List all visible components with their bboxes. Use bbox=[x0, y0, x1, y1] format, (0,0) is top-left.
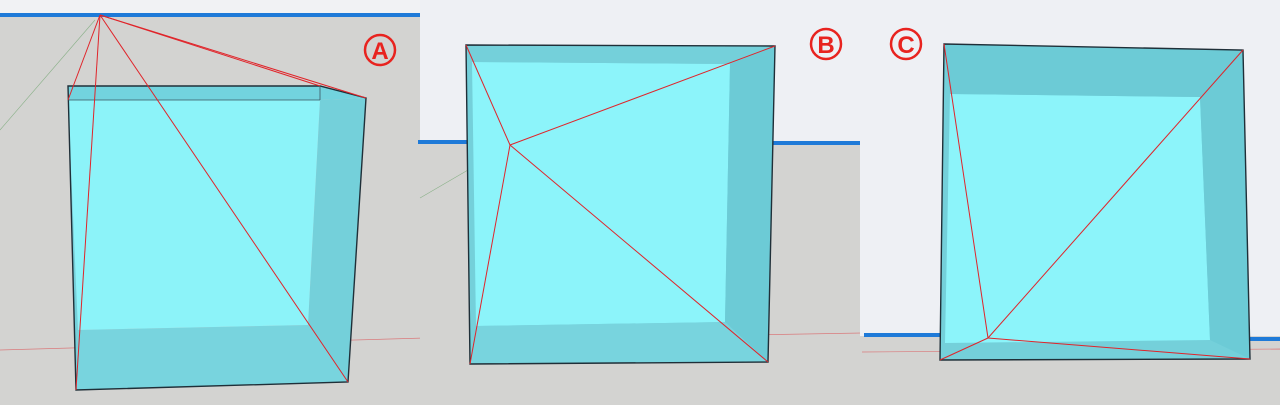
cube-bottom-face-a bbox=[76, 325, 348, 390]
panel-label-b: B bbox=[817, 32, 834, 59]
construction-lines-c bbox=[939, 43, 1251, 361]
panel-label-c: C bbox=[897, 32, 914, 59]
panel-c: C bbox=[860, 0, 1280, 405]
construction-lines-b bbox=[465, 44, 776, 365]
cube-front-face-a bbox=[68, 100, 320, 330]
cube-front-face-b bbox=[472, 62, 730, 326]
cube-side-face-b bbox=[725, 46, 775, 362]
label-circle-a bbox=[363, 33, 397, 67]
panel-a: A bbox=[0, 0, 426, 405]
cube-side-face-c bbox=[1200, 50, 1250, 359]
panel-label-a: A bbox=[371, 38, 388, 65]
cube-top-face-c bbox=[944, 44, 1243, 97]
cube-side-face-a bbox=[308, 98, 366, 382]
construction-lines-a bbox=[67, 14, 367, 391]
cube-top-face-b bbox=[466, 45, 775, 64]
panel-b: B bbox=[418, 0, 864, 405]
label-circle-c bbox=[889, 27, 923, 61]
cube-front-face-c bbox=[945, 94, 1210, 343]
cube-bottom-face-b bbox=[470, 322, 768, 364]
label-circle-b bbox=[809, 27, 843, 61]
